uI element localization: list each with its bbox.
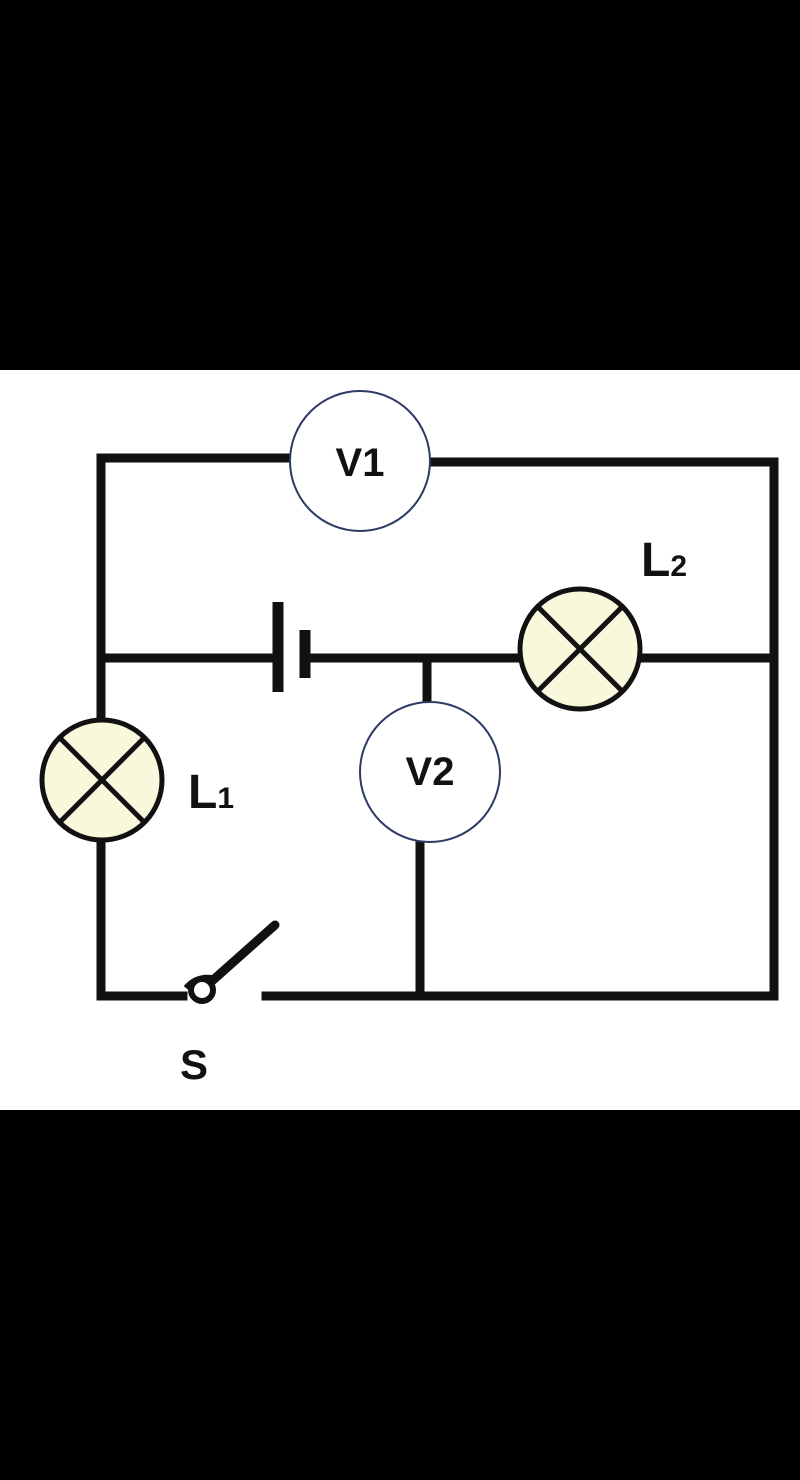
switch[interactable]: S [180, 920, 280, 1088]
lamp-l1[interactable]: L1 [39, 717, 234, 843]
lamp-l2-label: L2 [641, 534, 687, 587]
letterbox-bottom [0, 1110, 800, 1480]
circuit-diagram-panel: S V1 V2 L2 L1 [0, 370, 800, 1110]
lamp-l2[interactable]: L2 [517, 534, 687, 712]
lamp-l1-subscript: 1 [217, 782, 234, 815]
lamp-l1-icon [39, 717, 165, 843]
battery-icon [272, 602, 311, 692]
lamp-l2-letter: L [641, 534, 670, 587]
letterbox-top [0, 0, 800, 370]
voltmeter-v1-label: V1 [336, 441, 385, 485]
voltmeter-v2-label: V2 [406, 750, 455, 794]
lamp-l1-label: L1 [188, 766, 234, 819]
voltmeter-v1[interactable]: V1 [289, 390, 431, 532]
lamp-l2-subscript: 2 [670, 550, 687, 583]
voltmeter-v1-circle [289, 390, 431, 532]
lamp-l1-letter: L [188, 766, 217, 819]
circuit-diagram: S V1 V2 L2 L1 [39, 390, 779, 1088]
switch-label: S [180, 1041, 208, 1088]
voltmeter-v2[interactable]: V2 [359, 701, 501, 843]
voltmeter-v2-circle [359, 701, 501, 843]
open-switch-icon [183, 920, 280, 1004]
lamp-l2-icon [517, 586, 643, 712]
